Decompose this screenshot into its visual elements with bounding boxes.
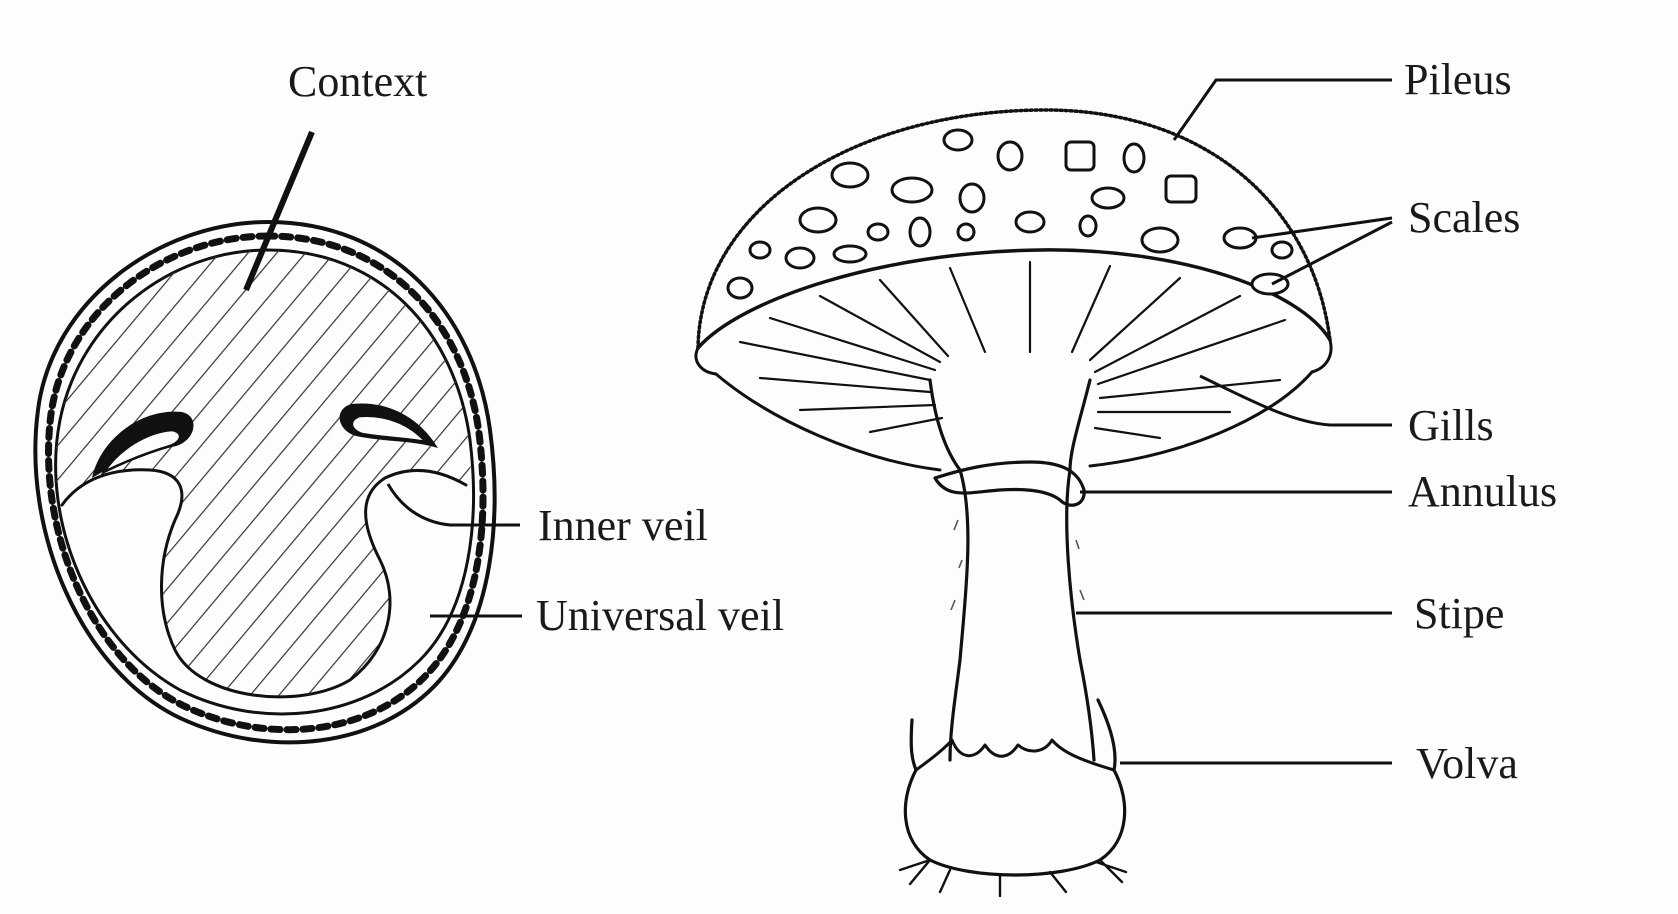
- label-universal-veil: Universal veil: [536, 591, 784, 640]
- pileus-edge-right: [1312, 340, 1331, 372]
- button-stage-section: Context Inner veil Universal veil: [35, 57, 784, 742]
- context-tissue: [55, 250, 471, 697]
- stipe-texture: [951, 520, 1084, 610]
- gill-lines: [740, 262, 1285, 438]
- label-context: Context: [288, 57, 427, 106]
- volva-rim: [916, 740, 1114, 770]
- scales-leader-1: [1252, 218, 1392, 238]
- label-volva: Volva: [1416, 739, 1518, 788]
- label-scales: Scales: [1408, 193, 1520, 242]
- label-stipe: Stipe: [1414, 589, 1504, 638]
- scales: [728, 130, 1292, 298]
- label-gills: Gills: [1408, 401, 1494, 450]
- label-pileus: Pileus: [1404, 55, 1512, 104]
- gills-leader: [1200, 376, 1392, 425]
- pileus-edge-left: [696, 348, 716, 374]
- label-annulus: Annulus: [1408, 467, 1557, 516]
- inner-veil-leader: [388, 484, 520, 525]
- pileus-leader: [1174, 80, 1392, 140]
- mature-mushroom: Pileus Scales Gills Annulus Stipe Volva: [696, 55, 1557, 896]
- stipe: [930, 380, 1094, 760]
- roots: [900, 860, 1126, 896]
- label-inner-veil: Inner veil: [538, 501, 708, 550]
